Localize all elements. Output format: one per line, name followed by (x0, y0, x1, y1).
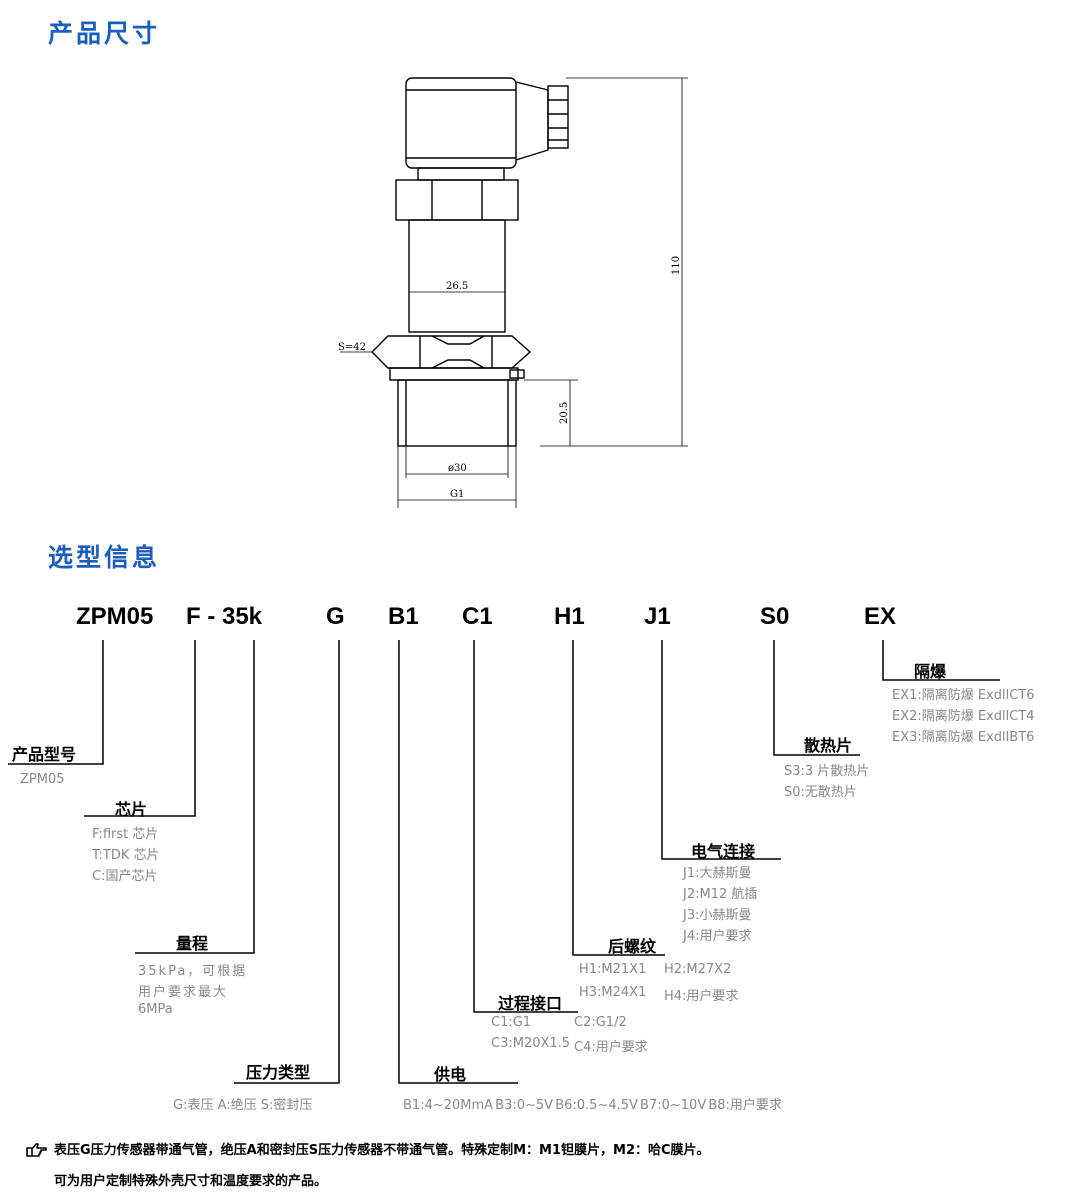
note-line-1: 表压G压力传感器带通气管，绝压A和密封压S压力传感器不带通气管。特殊定制M：M1… (54, 1143, 710, 1158)
code-explosion: EX (864, 603, 897, 630)
note-line-2: 可为用户定制特殊外壳尺寸和温度要求的产品。 (54, 1174, 328, 1189)
code-pressure: G (326, 603, 345, 630)
option-rear-thread-3: H3:M24X1 (579, 985, 647, 1000)
option-rear-thread-2: H2:M27X2 (664, 962, 732, 977)
body-tube (408, 219, 506, 333)
option-electrical-3: J3:小赫斯曼 (683, 908, 752, 923)
code-heat-sink: S0 (760, 603, 790, 630)
code-rear-thread: H1 (554, 603, 585, 630)
dim-hex: S=42 (338, 342, 366, 353)
dim-height: 110 (671, 256, 682, 275)
option-electrical-2: J2:M12 航插 (683, 887, 758, 902)
dim-thread-spec: G1 (450, 489, 464, 500)
dimensions-title: 产品尺寸 (48, 19, 161, 48)
option-chip-3: C:国产芯片 (92, 869, 158, 884)
option-heat-sink-1: S3:3 片散热片 (784, 764, 870, 779)
option-range-1: 35kPa，可根据 (138, 964, 248, 979)
option-chip-1: F:first 芯片 (92, 827, 159, 842)
connector-housing (405, 77, 517, 169)
option-product-model: ZPM05 (20, 772, 65, 787)
code-process: C1 (462, 603, 493, 630)
selection-lines (8, 640, 1000, 1084)
option-electrical-1: J1:大赫斯曼 (683, 866, 752, 881)
label-range: 量程 (176, 934, 209, 953)
option-range-3: 6MPa (138, 1002, 173, 1017)
option-process-1: C1:G1 (491, 1015, 532, 1030)
option-explosion-3: EX3:隔离防爆 ExdllBT6 (892, 730, 1035, 745)
option-pressure-type: G:表压 A:绝压 S:密封压 (173, 1098, 313, 1113)
option-explosion-1: EX1:隔离防爆 ExdllCT6 (892, 688, 1035, 703)
label-power: 供电 (434, 1065, 467, 1084)
dim-width: 26.5 (446, 281, 468, 292)
option-process-2: C2:G1/2 (574, 1015, 627, 1030)
option-explosion-2: EX2:隔离防爆 ExdllCT4 (892, 709, 1035, 724)
option-power: B1:4~20MmA B3:0~5V B6:0.5~4.5V B7:0~10V … (403, 1098, 782, 1113)
pointing-hand-icon (26, 1143, 47, 1157)
upper-nut (395, 179, 519, 221)
code-electrical: J1 (644, 603, 671, 630)
option-process-4: C4:用户要求 (574, 1040, 648, 1055)
label-pressure-type: 压力类型 (246, 1063, 311, 1082)
option-chip-2: T:TDK 芯片 (92, 848, 160, 863)
code-power: B1 (388, 603, 419, 630)
label-chip: 芯片 (115, 800, 148, 819)
hex-nut (371, 335, 532, 369)
label-rear-thread: 后螺纹 (608, 937, 657, 956)
dim-diameter: ø30 (448, 463, 467, 474)
option-electrical-4: J4:用户要求 (683, 929, 752, 944)
label-explosion: 隔爆 (914, 662, 947, 681)
option-process-3: C3:M20X1.5 (491, 1036, 571, 1051)
option-heat-sink-2: S0:无散热片 (784, 785, 857, 800)
option-range-2: 用户要求最大 (138, 985, 229, 1000)
option-rear-thread-1: H1:M21X1 (579, 962, 647, 977)
selection-title: 选型信息 (48, 543, 161, 572)
code-model: ZPM05 (76, 603, 154, 630)
option-rear-thread-4: H4:用户要求 (664, 989, 739, 1004)
label-product-model: 产品型号 (12, 745, 77, 764)
label-heat-sink: 散热片 (804, 736, 853, 755)
code-chip-range: F - 35k (186, 603, 263, 630)
label-process: 过程接口 (498, 994, 563, 1013)
label-electrical: 电气连接 (691, 842, 756, 861)
dim-thread-length: 20.5 (559, 402, 570, 424)
thread (397, 379, 517, 447)
